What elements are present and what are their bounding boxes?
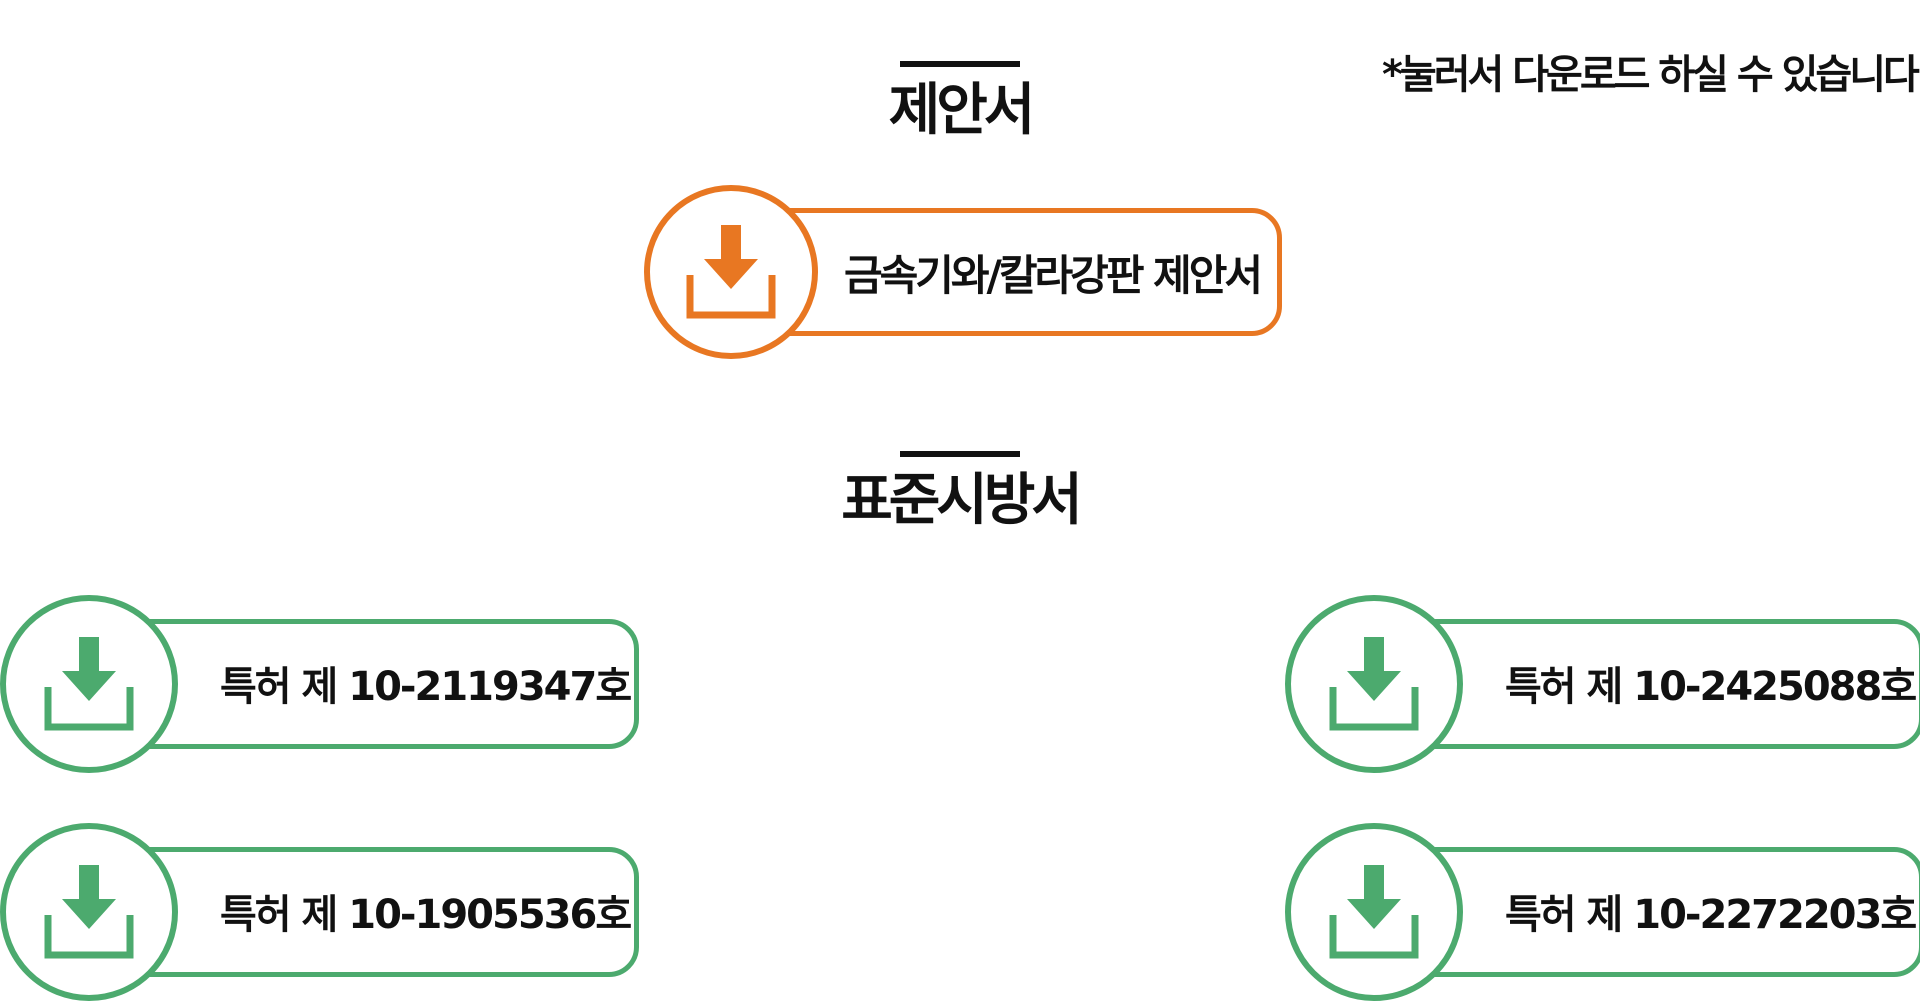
heading-rule [900,61,1020,67]
patent-label: 특허 제 10-2425088호 [1505,664,1917,710]
standard-spec-heading: 표준시방서 [841,468,1083,533]
download-proposal-label: 금속기와/칼라강판 제안서 [844,251,1263,300]
download-icon-circle [644,185,818,359]
download-proposal-button[interactable]: 금속기와/칼라강판 제안서 [644,185,1282,359]
download-icon-circle [1285,823,1463,1001]
download-icon [44,865,134,959]
download-patent-2425088-button[interactable]: 특허 제 10-2425088호 [1285,595,1920,773]
download-icon [1329,637,1419,731]
download-patent-2272203-button[interactable]: 특허 제 10-2272203호 [1285,823,1920,1001]
proposal-heading: 제안서 [888,78,1036,143]
download-icon-circle [1285,595,1463,773]
download-hint: *눌러서 다운로드 하실 수 있습니다. [1382,52,1920,98]
download-icon-circle [0,595,178,773]
patent-label: 특허 제 10-1905536호 [220,892,632,938]
button-pill [95,619,639,749]
download-patent-2119347-button[interactable]: 특허 제 10-2119347호 [0,595,639,773]
download-icon [1329,865,1419,959]
proposal-section: 제안서 [0,61,1920,139]
download-icon-circle [0,823,178,1001]
download-icon [44,637,134,731]
patent-label: 특허 제 10-2272203호 [1505,892,1917,938]
patent-label: 특허 제 10-2119347호 [220,664,632,710]
button-pill [739,208,1282,336]
button-pill [1380,619,1920,749]
download-icon [686,225,776,319]
download-patent-1905536-button[interactable]: 특허 제 10-1905536호 [0,823,639,1001]
heading-rule [900,451,1020,457]
standard-spec-section: 표준시방서 [0,451,1920,529]
